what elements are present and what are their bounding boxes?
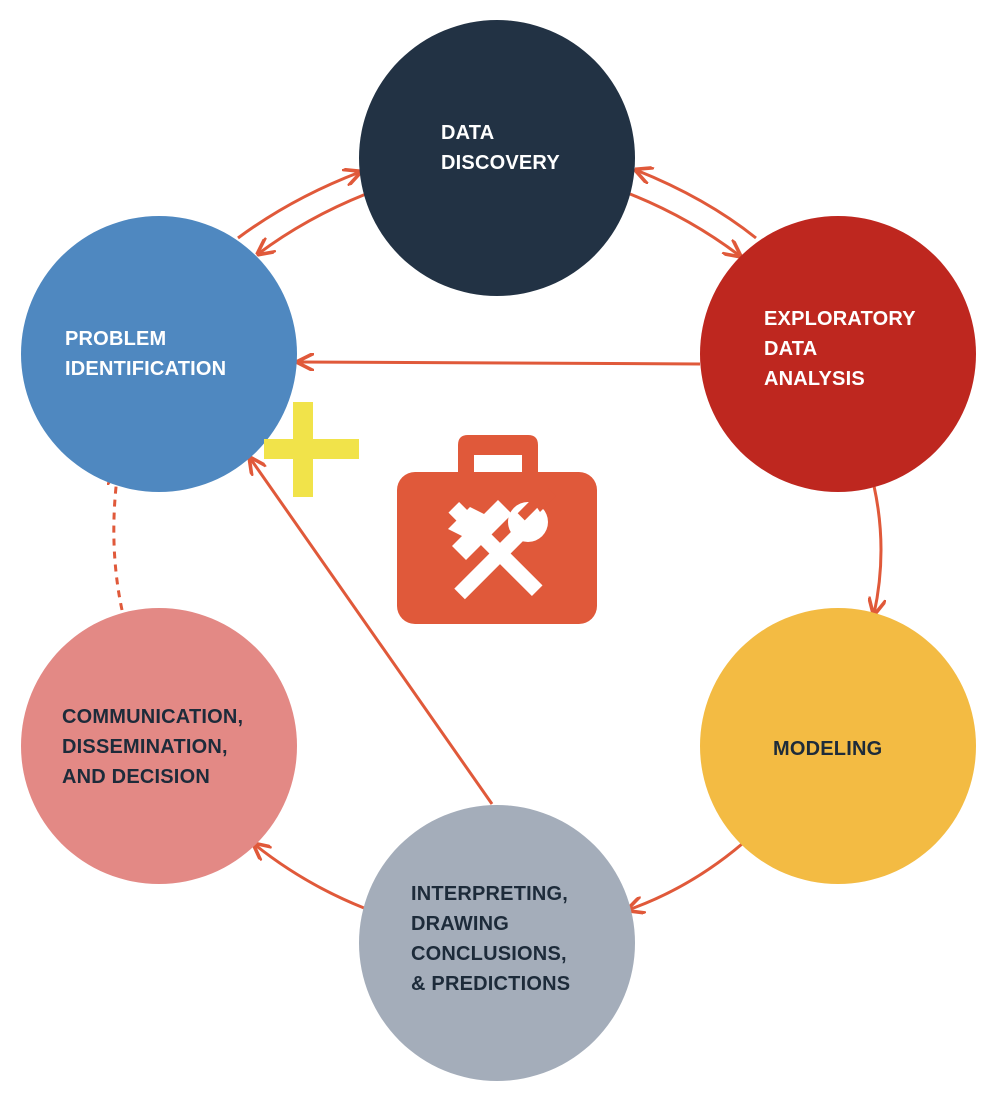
node-label-interpreting-line-2: DRAWING — [411, 913, 509, 935]
arrow-interpreting-to-communication — [254, 844, 365, 910]
arrow-data-discovery-to-problem-identification — [258, 192, 367, 254]
node-label-exploratory-data-analysis-line-3: ANALYSIS — [764, 368, 865, 390]
node-label-interpreting-line-3: CONCLUSIONS, — [411, 943, 567, 965]
node-label-data-discovery-line-1: DATA — [441, 122, 494, 144]
node-label-modeling-line-1: MODELING — [773, 738, 882, 760]
node-label-exploratory-data-analysis-line-2: DATA — [764, 338, 817, 360]
arrow-exploratory-data-analysis-to-data-discovery — [636, 170, 757, 240]
arrow-problem-identification-to-data-discovery — [237, 172, 360, 240]
node-data-discovery: DATA DISCOVERY — [359, 20, 635, 296]
wrench-jaw-cutout — [517, 497, 541, 521]
node-label-communication-line-3: AND DECISION — [62, 766, 210, 788]
node-circle-interpreting — [359, 805, 635, 1081]
arrow-data-discovery-to-exploratory-data-analysis — [629, 192, 740, 256]
arrow-exploratory-data-analysis-to-problem-identification — [298, 362, 701, 364]
arrow-modeling-to-interpreting — [628, 842, 743, 910]
node-label-problem-identification-line-1: PROBLEM — [65, 328, 166, 350]
node-communication: COMMUNICATION, DISSEMINATION, AND DECISION — [21, 608, 297, 884]
node-label-interpreting-line-1: INTERPRETING, — [411, 883, 568, 905]
node-modeling: MODELING — [700, 608, 976, 884]
node-circle-data-discovery — [359, 20, 635, 296]
node-label-exploratory-data-analysis-line-1: EXPLORATORY — [764, 308, 916, 330]
arrow-communication-to-problem-identification — [114, 470, 122, 611]
node-circle-exploratory-data-analysis — [700, 216, 976, 492]
node-circle-communication — [21, 608, 297, 884]
arrow-interpreting-to-problem-identification — [250, 458, 494, 805]
node-circle-problem-identification — [21, 216, 297, 492]
toolbox-icon — [397, 435, 597, 624]
node-label-interpreting-line-4: & PREDICTIONS — [411, 973, 570, 995]
node-interpreting: INTERPRETING, DRAWING CONCLUSIONS, & PREDIC… — [359, 805, 635, 1081]
hammer-wrench-icon — [448, 500, 548, 600]
plus-icon — [264, 402, 359, 497]
node-label-communication-line-2: DISSEMINATION, — [62, 736, 228, 758]
node-circle-modeling — [700, 608, 976, 884]
node-exploratory-data-analysis: EXPLORATORY DATA ANALYSIS — [700, 216, 976, 492]
node-problem-identification: PROBLEM IDENTIFICATION — [21, 216, 297, 492]
node-label-data-discovery-line-2: DISCOVERY — [441, 152, 560, 174]
node-label-problem-identification-line-2: IDENTIFICATION — [65, 358, 226, 380]
arrow-exploratory-data-analysis-to-modeling — [874, 485, 881, 614]
node-label-communication-line-1: COMMUNICATION, — [62, 706, 243, 728]
